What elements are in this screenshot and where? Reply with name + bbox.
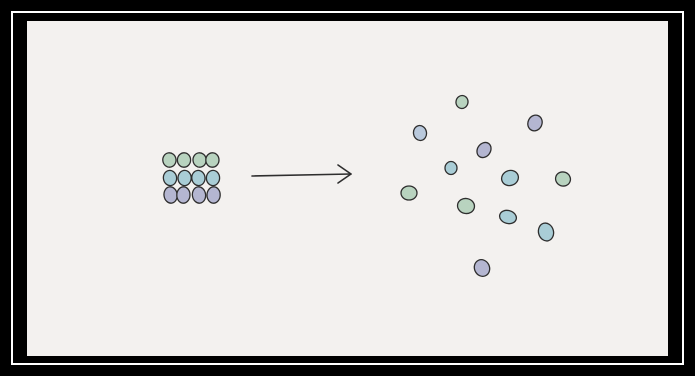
scattered-particle — [500, 169, 520, 187]
cluster-particle — [176, 152, 192, 168]
scattered-particle — [473, 259, 491, 277]
scattered-particles — [400, 94, 572, 277]
cluster-particle — [205, 169, 221, 187]
cluster-particle — [206, 186, 221, 204]
cluster-particle — [176, 186, 191, 204]
scattered-particle — [400, 185, 418, 201]
paper-background — [27, 21, 668, 356]
scattered-particle — [498, 209, 518, 225]
scattered-particle — [412, 124, 428, 142]
cluster-particle — [177, 169, 192, 187]
scattered-particle — [527, 114, 543, 132]
arrow-shaft — [251, 173, 352, 177]
cluster-particle — [162, 152, 177, 168]
cluster-particle — [205, 152, 220, 168]
scattered-particle — [455, 94, 469, 110]
arrow-head — [337, 164, 352, 184]
packed-cluster — [162, 152, 221, 204]
cluster-particle — [162, 169, 178, 187]
scattered-particle — [537, 222, 555, 242]
scattered-particle — [456, 197, 476, 215]
cluster-particle — [191, 186, 207, 204]
right-arrow-icon — [251, 164, 352, 184]
cluster-particle — [191, 169, 206, 187]
frame-highlight — [11, 11, 684, 365]
scattered-particle — [444, 160, 458, 176]
scattered-particle — [476, 141, 492, 159]
scattered-particle — [554, 171, 572, 187]
